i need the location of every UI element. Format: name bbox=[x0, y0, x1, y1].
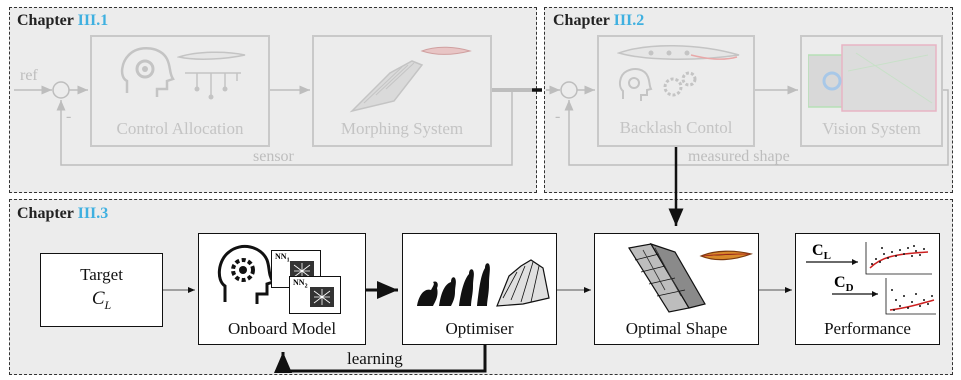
control-allocation-label: Control Allocation bbox=[116, 119, 244, 138]
onboard-model-label: Onboard Model bbox=[227, 319, 337, 338]
ai-head-icon bbox=[120, 46, 175, 97]
onboard-model-block: NN1 NN2 Onboard Model bbox=[198, 233, 366, 345]
performance-plots-icon bbox=[806, 242, 936, 315]
ch1-flow bbox=[14, 81, 532, 166]
sensor-label: sensor bbox=[253, 148, 294, 165]
ref-label: ref bbox=[20, 67, 38, 84]
wing-section-icon bbox=[617, 45, 740, 60]
wing-profile-icon bbox=[177, 51, 246, 100]
backlash-head-icon bbox=[618, 68, 653, 101]
chapter-iii3-title: Chapter III.3 bbox=[17, 205, 109, 222]
chapter-iii1-title: Chapter III.1 bbox=[17, 12, 109, 29]
target-cl-symbol: CL bbox=[91, 288, 112, 312]
gears-icon bbox=[663, 71, 697, 97]
learning-loop-arrow bbox=[274, 345, 487, 373]
target-label: Target bbox=[80, 265, 123, 284]
optimal-wing-icon bbox=[628, 242, 754, 313]
nn1-label: NN1 bbox=[275, 252, 290, 264]
morphing-system-label: Morphing System bbox=[340, 119, 464, 138]
nn2-card: NN2 bbox=[289, 276, 341, 314]
ch2-minus-sign: - bbox=[555, 108, 561, 125]
vision-camera-image bbox=[808, 44, 937, 112]
nn2-network-icon bbox=[310, 287, 334, 307]
learning-label: learning bbox=[347, 349, 403, 368]
chapter-iii1-panel bbox=[9, 7, 537, 193]
performance-label: Performance bbox=[824, 319, 911, 338]
vision-system-label: Vision System bbox=[822, 119, 921, 138]
optimiser-block: Optimiser bbox=[402, 233, 557, 345]
control-allocation-block: Control Allocation bbox=[90, 35, 270, 147]
nn2-label: NN2 bbox=[293, 278, 308, 290]
ch2-flow bbox=[546, 81, 949, 166]
ch1-minus-sign: - bbox=[66, 108, 72, 125]
performance-block: CL CD Performance bbox=[795, 233, 940, 345]
optimal-shape-block: Optimal Shape bbox=[594, 233, 759, 345]
backlash-control-block: Backlash Contol bbox=[597, 35, 755, 147]
cd-label: CD bbox=[834, 274, 854, 295]
vision-system-block: Vision System bbox=[800, 35, 943, 147]
target-block: Target CL bbox=[40, 253, 163, 327]
optimiser-label: Optimiser bbox=[445, 319, 514, 338]
measured-shape-label: measured shape bbox=[688, 148, 790, 165]
morphing-system-block: Morphing System bbox=[312, 35, 492, 147]
cl-label: CL bbox=[812, 242, 831, 263]
backlash-control-label: Backlash Contol bbox=[619, 118, 733, 137]
chapter-iii2-title: Chapter III.2 bbox=[553, 12, 645, 29]
evolution-silhouettes-icon bbox=[417, 259, 550, 307]
optimal-shape-label: Optimal Shape bbox=[625, 319, 728, 338]
morphing-wing-icon bbox=[349, 46, 472, 113]
